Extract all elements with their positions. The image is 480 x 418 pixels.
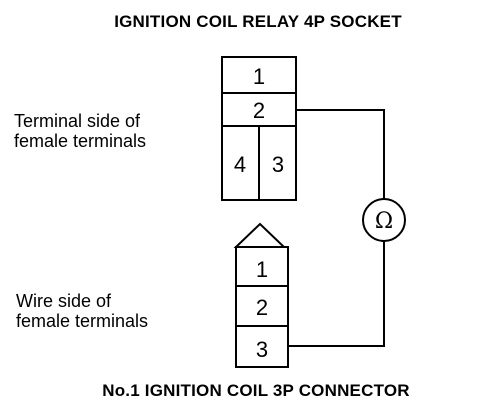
meter-lead-relay <box>296 109 385 199</box>
coil-connector-outline <box>235 246 289 368</box>
coil-connector <box>233 222 289 368</box>
relay-socket-connector <box>221 56 297 201</box>
ohm-symbol: Ω <box>375 209 393 234</box>
coil-connector-key <box>233 222 287 248</box>
wire-side-label-line2: female terminals <box>16 311 149 331</box>
meter-lead-coil <box>288 241 385 347</box>
relay-terminal-2: 2 <box>253 98 265 123</box>
wire-side-label-line1: Wire side of <box>16 291 112 311</box>
relay-terminal-1: 1 <box>253 64 265 89</box>
terminal-side-label-line1: Terminal side of <box>14 111 141 131</box>
coil-terminal-1: 1 <box>256 257 268 282</box>
relay-socket-title: IGNITION COIL RELAY 4P SOCKET <box>114 12 402 31</box>
terminal-side-label-line2: female terminals <box>14 131 147 151</box>
coil-connector-title: No.1 IGNITION COIL 3P CONNECTOR <box>102 381 410 400</box>
terminal-side-label: Terminal side of female terminals <box>14 111 146 151</box>
relay-terminal-3: 3 <box>272 152 284 177</box>
relay-terminal-4: 4 <box>234 152 246 177</box>
wire-side-label: Wire side of female terminals <box>16 291 148 331</box>
coil-terminal-2: 2 <box>256 295 268 320</box>
coil-terminal-3: 3 <box>256 337 268 362</box>
ohmmeter-icon <box>362 198 406 242</box>
